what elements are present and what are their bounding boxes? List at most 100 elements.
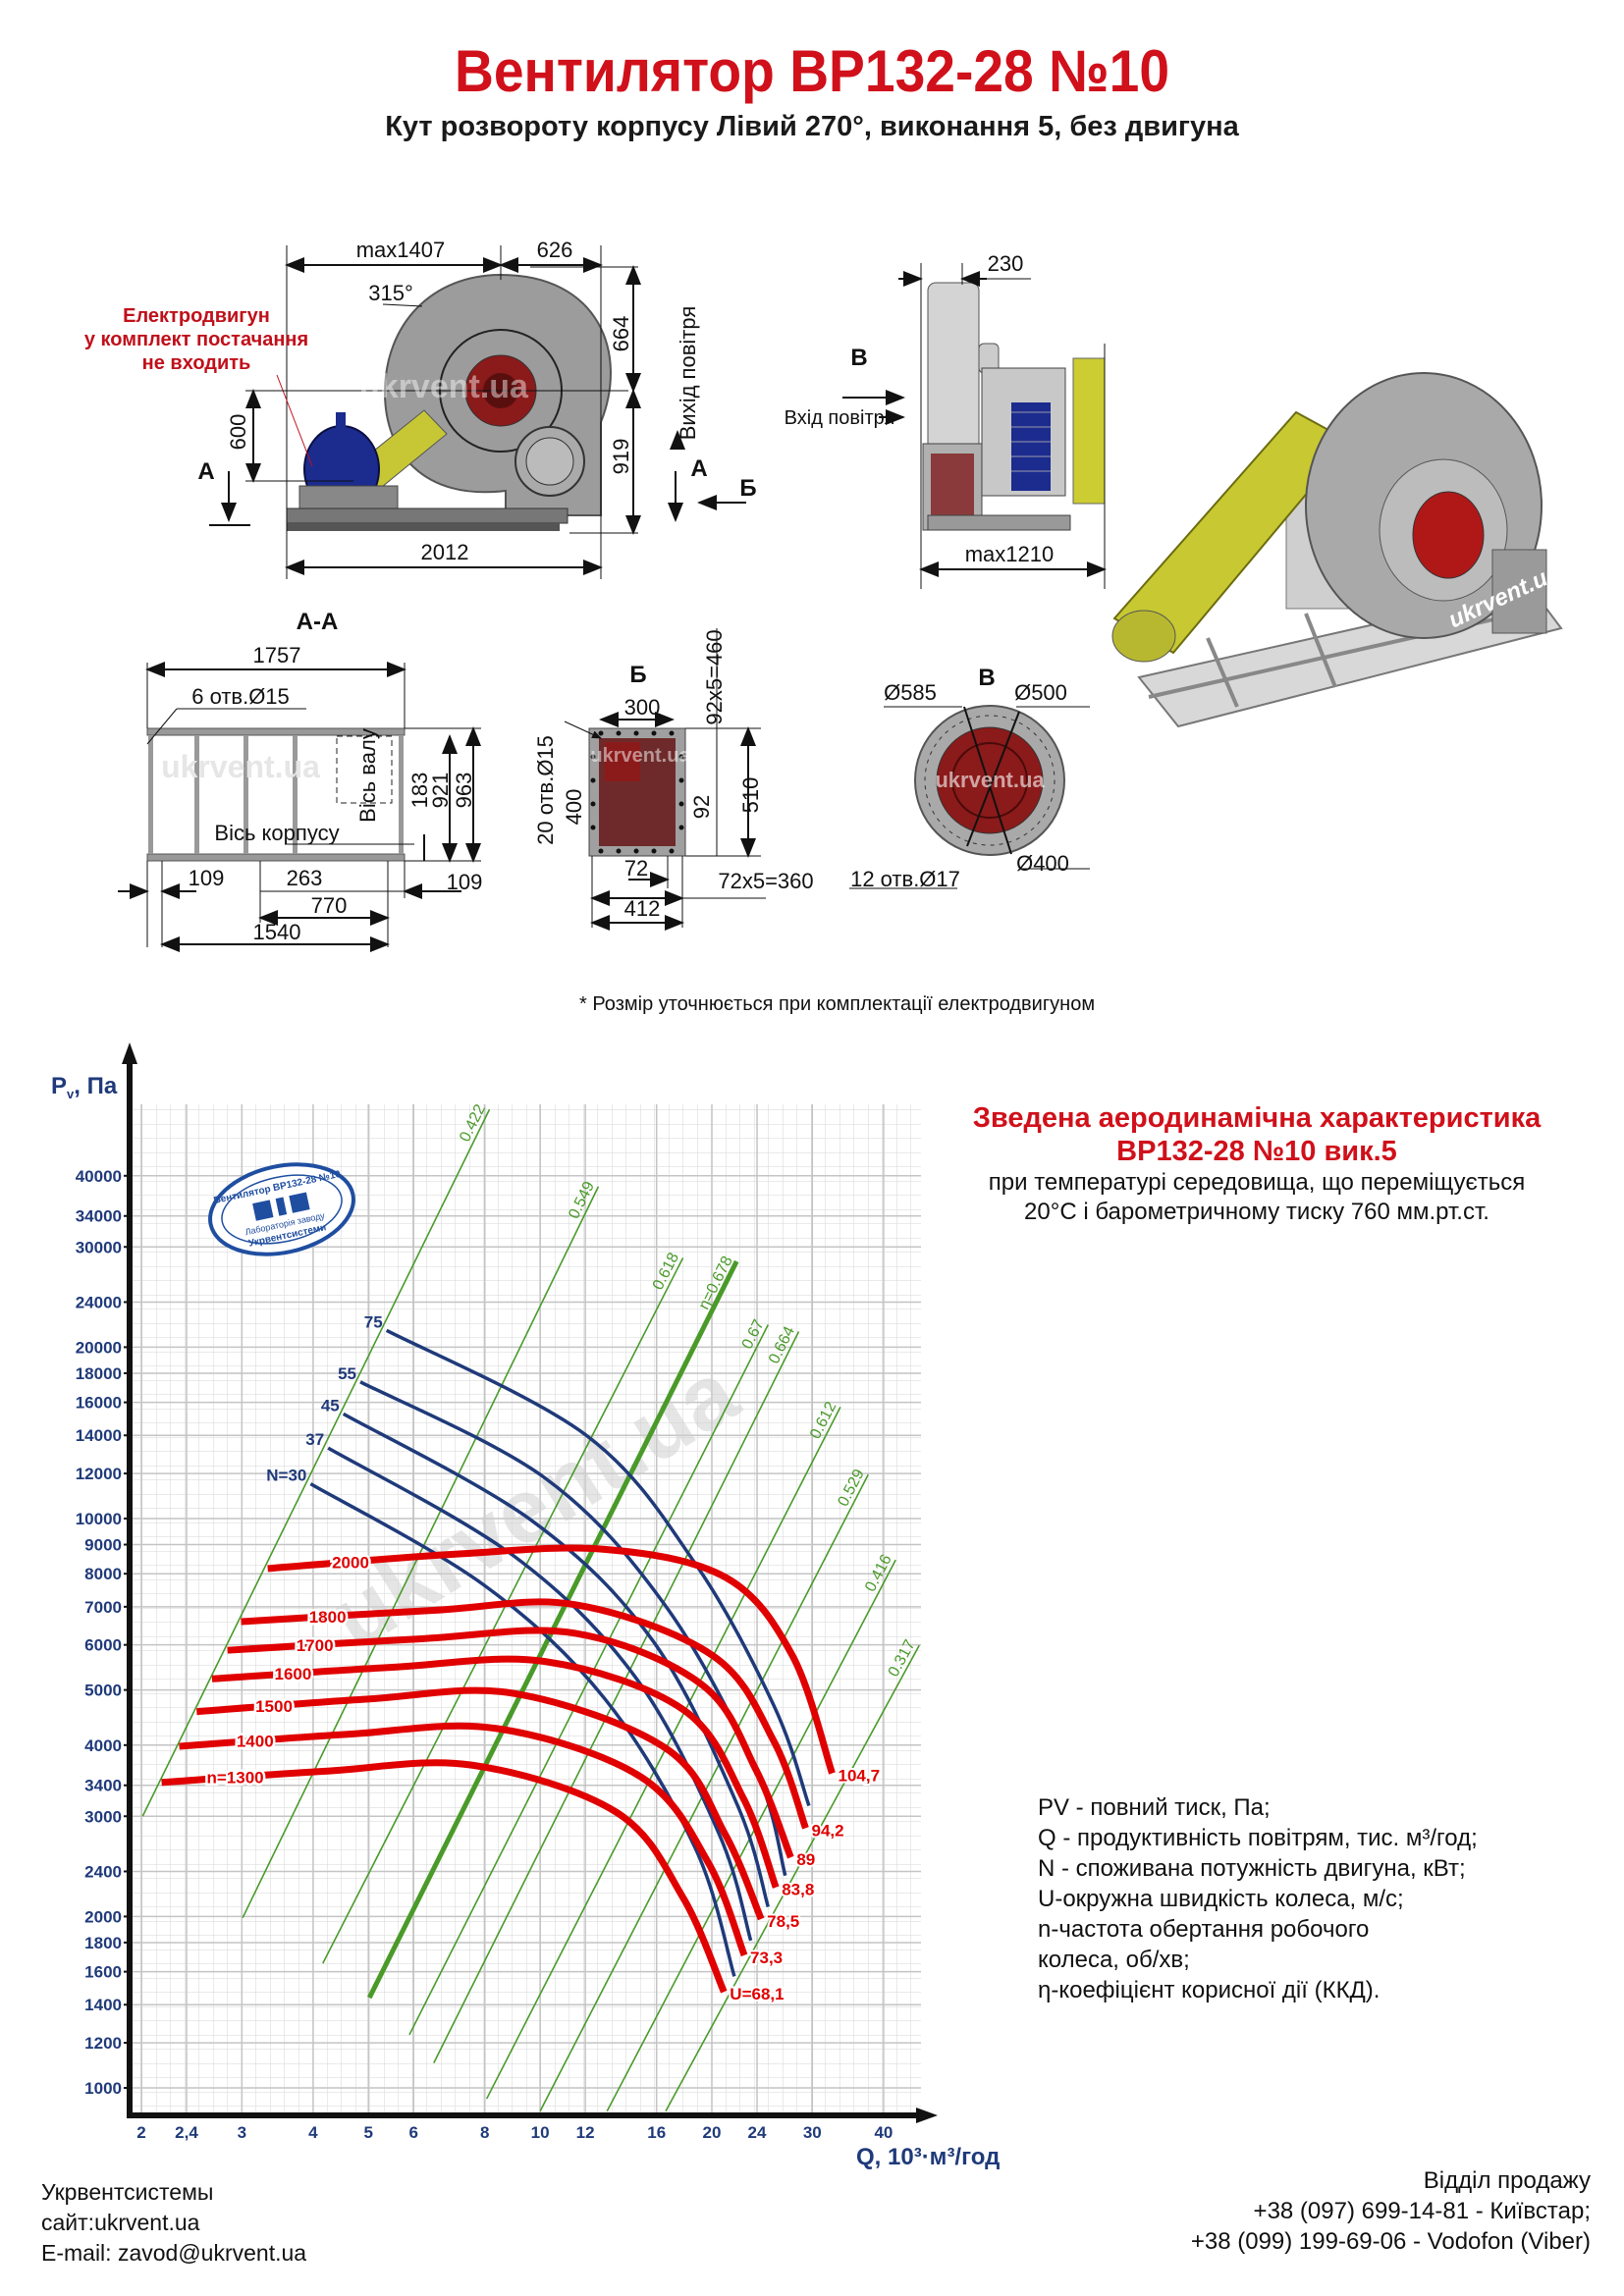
power-label: 45: [321, 1396, 340, 1415]
footnote: * Розмір уточнюється при комплектації ел…: [579, 993, 1096, 1015]
legend-item: U-окружна швидкість колеса, м/с;: [1038, 1886, 1404, 1912]
dim-400: 400: [562, 789, 586, 826]
svg-text:Електродвигун: Електродвигун: [123, 305, 270, 327]
speed-curve: [227, 1627, 794, 1859]
x-axis-arrow-icon: [916, 2108, 938, 2123]
efficiency-line: [141, 1108, 491, 1817]
bolt-hole-icon: [678, 777, 684, 783]
side-view-drawing: max1407 626 315° Електродвигун у комплек…: [84, 238, 757, 579]
outlet-label: Вихід повітря: [676, 306, 700, 441]
speed-curve: [267, 1544, 836, 1775]
view-b-title: Б: [629, 662, 646, 688]
y-tick-label: 12000: [76, 1465, 122, 1483]
y-tick-label: 24000: [76, 1293, 122, 1311]
y-tick-label: 1400: [84, 1996, 122, 2014]
y-tick-label: 2000: [84, 1907, 122, 1926]
speed-curve: [196, 1686, 765, 1921]
tip-speed-label: 104,7: [839, 1766, 881, 1785]
section-a-right: А: [690, 455, 707, 482]
legend-item: N - споживана потужність двигуна, кВт;: [1038, 1855, 1466, 1882]
y-tick-label: 9000: [84, 1536, 122, 1555]
section-a-left: А: [197, 458, 214, 485]
view-v-title: В: [978, 665, 995, 691]
page-subtitle: Кут розвороту корпусу Лівий 270°, викона…: [385, 111, 1239, 142]
diameter-400: Ø400: [1016, 851, 1069, 876]
bolt-hole-icon: [678, 825, 684, 830]
speed-curve: [241, 1598, 809, 1830]
efficiency-line: [485, 1407, 841, 2100]
efficiency-line: [322, 1257, 684, 1964]
dim-max1407: max1407: [356, 238, 446, 262]
speed-label: 1400: [237, 1733, 274, 1751]
legend-item: n-частота обертання робочого: [1038, 1916, 1370, 1943]
y-tick-label: 40000: [76, 1167, 122, 1186]
speed-label: 2000: [332, 1553, 369, 1572]
speed-label: n=1300: [206, 1769, 263, 1788]
shaft-axis-label: Вісь валу: [355, 728, 380, 823]
speed-curves: 2000104,7180094,2170089160083,8150078,51…: [161, 1544, 882, 2005]
bolt-hole-icon: [590, 801, 596, 807]
sales-title: Відділ продажу: [1423, 2167, 1591, 2194]
power-label: 55: [338, 1364, 356, 1383]
company-name: Укрвентсистемы: [41, 2179, 214, 2205]
dim-963: 963: [452, 773, 476, 809]
efficiency-line: [242, 1186, 600, 1919]
power-label: 75: [364, 1312, 383, 1331]
email-link[interactable]: E-mail: zavod@ukrvent.ua: [41, 2240, 307, 2266]
x-tick-label: 4: [308, 2123, 318, 2142]
dim-510: 510: [738, 777, 763, 814]
base-frame: [286, 507, 568, 524]
dim-92: 92: [689, 795, 714, 819]
svg-text:у комплект постачання: у комплект постачання: [84, 329, 308, 350]
tip-speed-label: 94,2: [811, 1821, 843, 1840]
efficiency-line: [606, 1559, 896, 2112]
chart-title: Зведена аеродинамічна характеристика: [972, 1102, 1542, 1134]
view-v-arrow-label: В: [850, 345, 867, 371]
dim-230: 230: [988, 251, 1024, 276]
technical-drawings: max1407 626 315° Електродвигун у комплек…: [84, 238, 1564, 952]
y-tick-label: 10000: [76, 1510, 122, 1528]
phone-vodafone[interactable]: +38 (099) 199-69-06 - Vodofon (Viber): [1190, 2228, 1591, 2255]
bolt-hole-icon: [651, 848, 657, 854]
dim-300: 300: [624, 695, 661, 720]
x-tick-label: 6: [408, 2123, 417, 2142]
y-tick-label: 16000: [76, 1394, 122, 1413]
tip-speed-label: 83,8: [782, 1881, 814, 1899]
y-tick-label: 1000: [84, 2079, 122, 2098]
bolt-hole-icon: [590, 825, 596, 830]
y-tick-label: 3400: [84, 1777, 122, 1795]
y-tick-label: 1600: [84, 1963, 122, 1982]
speed-curve: [161, 1759, 728, 1994]
dim-1757: 1757: [253, 643, 301, 667]
dim-412: 412: [624, 896, 661, 921]
speed-curve: [211, 1655, 780, 1889]
bolt-hole-icon: [633, 730, 639, 736]
y-tick-label: 6000: [84, 1636, 122, 1655]
x-tick-label: 20: [703, 2123, 722, 2142]
power-label: 37: [305, 1430, 324, 1449]
symbol-legend: PV - повний тиск, Па; Q - продуктивність…: [1038, 1792, 1478, 2005]
y-tick-labels: 4000034000300002400020000180001600014000…: [76, 1167, 130, 2098]
view-b-drawing: Б 300 20 отв.Ø15 400 92x5=460 92 510 72 …: [533, 628, 814, 931]
legend-item: PV - повний тиск, Па;: [1038, 1794, 1271, 1821]
y-tick-label: 14000: [76, 1426, 122, 1445]
x-tick-label: 2,4: [175, 2123, 198, 2142]
power-label: N=30: [266, 1467, 306, 1485]
front-view-drawing: 230 В Вхід повітря max1210: [785, 251, 1107, 589]
speed-curve: [179, 1722, 748, 1957]
phone-kyivstar[interactable]: +38 (097) 699-14-81 - Київстар;: [1253, 2198, 1591, 2224]
website-link[interactable]: сайт:ukrvent.ua: [41, 2210, 200, 2235]
bolt-hole-icon: [590, 777, 596, 783]
chart-model: ВР132-28 №10 вик.5: [1116, 1136, 1397, 1167]
bolt-hole-icon: [616, 730, 622, 736]
dim-92x5: 92x5=460: [702, 629, 727, 724]
dim-72: 72: [624, 856, 648, 881]
section-aa-title: А-А: [297, 609, 339, 635]
dim-183: 183: [407, 773, 432, 809]
bolt-hole-icon: [669, 730, 675, 736]
x-tick-label: 2: [136, 2123, 145, 2142]
y-tick-label: 3000: [84, 1807, 122, 1826]
legend-item: колеса, об/хв;: [1038, 1947, 1190, 1973]
y-axis-label: Pv, Па: [51, 1073, 118, 1101]
y-tick-label: 4000: [84, 1736, 122, 1755]
